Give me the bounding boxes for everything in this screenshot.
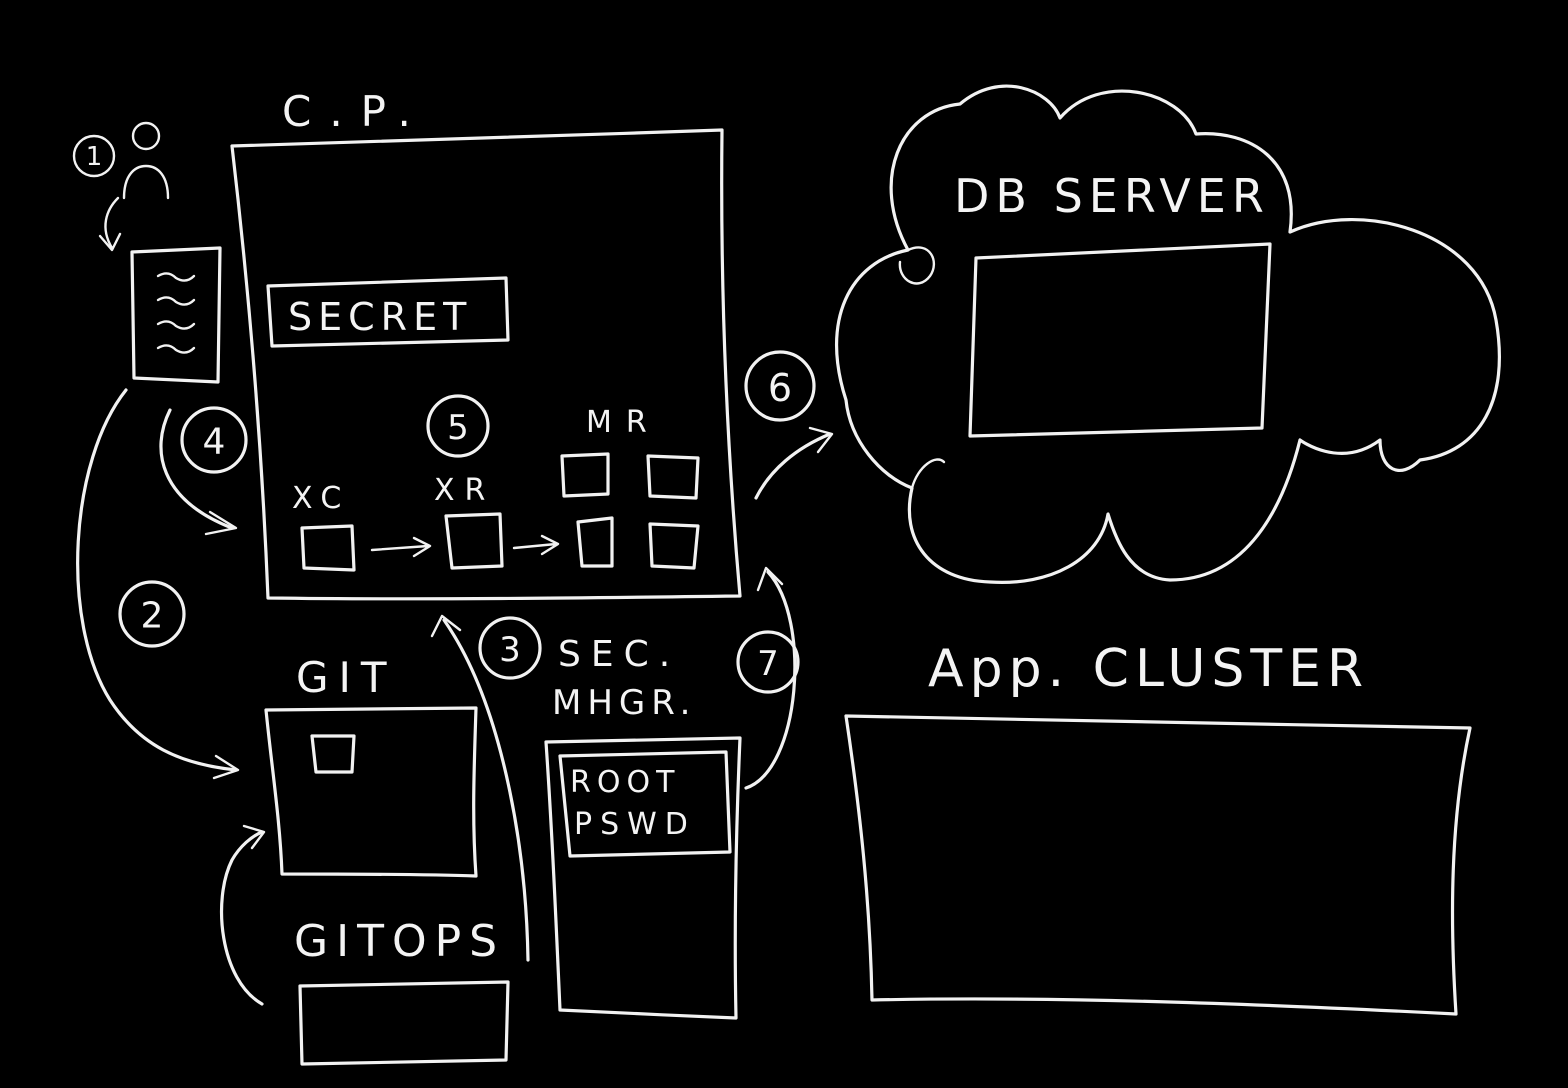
db-server-cloud: [835, 84, 1501, 584]
root-label: ROOT: [570, 765, 680, 800]
user-to-document-arrow: [104, 196, 120, 250]
mr-resource-box-4: [648, 522, 700, 570]
gitops-label: GITOPS: [294, 916, 505, 967]
secret-label: SECRET: [288, 295, 472, 339]
step-6-badge: 6: [744, 350, 816, 422]
sec-mgr-label-line2: MHGR.: [552, 683, 696, 723]
user-icon: [122, 121, 170, 200]
step-1-badge: 1: [72, 134, 116, 178]
step-7-number: 7: [757, 644, 779, 684]
step-4-number: 4: [203, 422, 226, 463]
xr-label: XR: [434, 473, 495, 508]
xc-label: XC: [292, 481, 351, 516]
step-3-number: 3: [499, 630, 521, 670]
xc-resource-box: [300, 524, 356, 572]
mr-label: MR: [586, 405, 661, 440]
step-5-number: 5: [447, 408, 469, 448]
xr-resource-box: [444, 512, 504, 570]
mr-resource-box-1: [560, 452, 610, 498]
git-box: [264, 706, 478, 878]
control-plane-label: C.P.: [282, 87, 429, 136]
gitops-to-git-arrow: [219, 830, 264, 1006]
secret-manager-box: [544, 736, 742, 1020]
step-6-number: 6: [768, 366, 792, 410]
control-plane-box: [230, 128, 742, 601]
app-cluster-box: [844, 714, 1472, 1016]
doc-to-git-arrow: [76, 388, 238, 772]
mr-resource-box-2: [646, 454, 700, 500]
db-server-label: DB SERVER: [954, 169, 1270, 223]
xr-to-mr-arrow: [512, 534, 560, 556]
doc-to-cp-arrow: [159, 408, 234, 530]
step-1-number: 1: [86, 142, 103, 172]
root-pswd-box: [558, 750, 732, 858]
cp-to-db-arrow: [754, 432, 832, 500]
git-file-box: [310, 734, 356, 774]
mr-resource-box-3: [576, 516, 614, 568]
app-cluster-label: App. CLUSTER: [928, 639, 1369, 699]
db-server-inner-box: [968, 242, 1272, 438]
step-4-badge: 4: [180, 406, 248, 474]
secmgr-to-cp-arrow: [744, 570, 797, 790]
gitops-to-cp-arrow: [442, 618, 530, 962]
step-3-badge: 3: [478, 616, 542, 680]
pswd-label: PSWD: [574, 807, 696, 842]
document-icon: [130, 246, 222, 384]
secret-box: [266, 276, 510, 348]
sec-mgr-label-line1: SEC.: [558, 634, 680, 675]
step-2-badge: 2: [118, 580, 186, 648]
git-label: GIT: [296, 653, 397, 702]
step-5-badge: 5: [426, 394, 490, 458]
step-2-number: 2: [141, 596, 164, 637]
xc-to-xr-arrow: [370, 536, 432, 558]
step-7-badge: 7: [736, 630, 800, 694]
gitops-box: [298, 980, 510, 1066]
